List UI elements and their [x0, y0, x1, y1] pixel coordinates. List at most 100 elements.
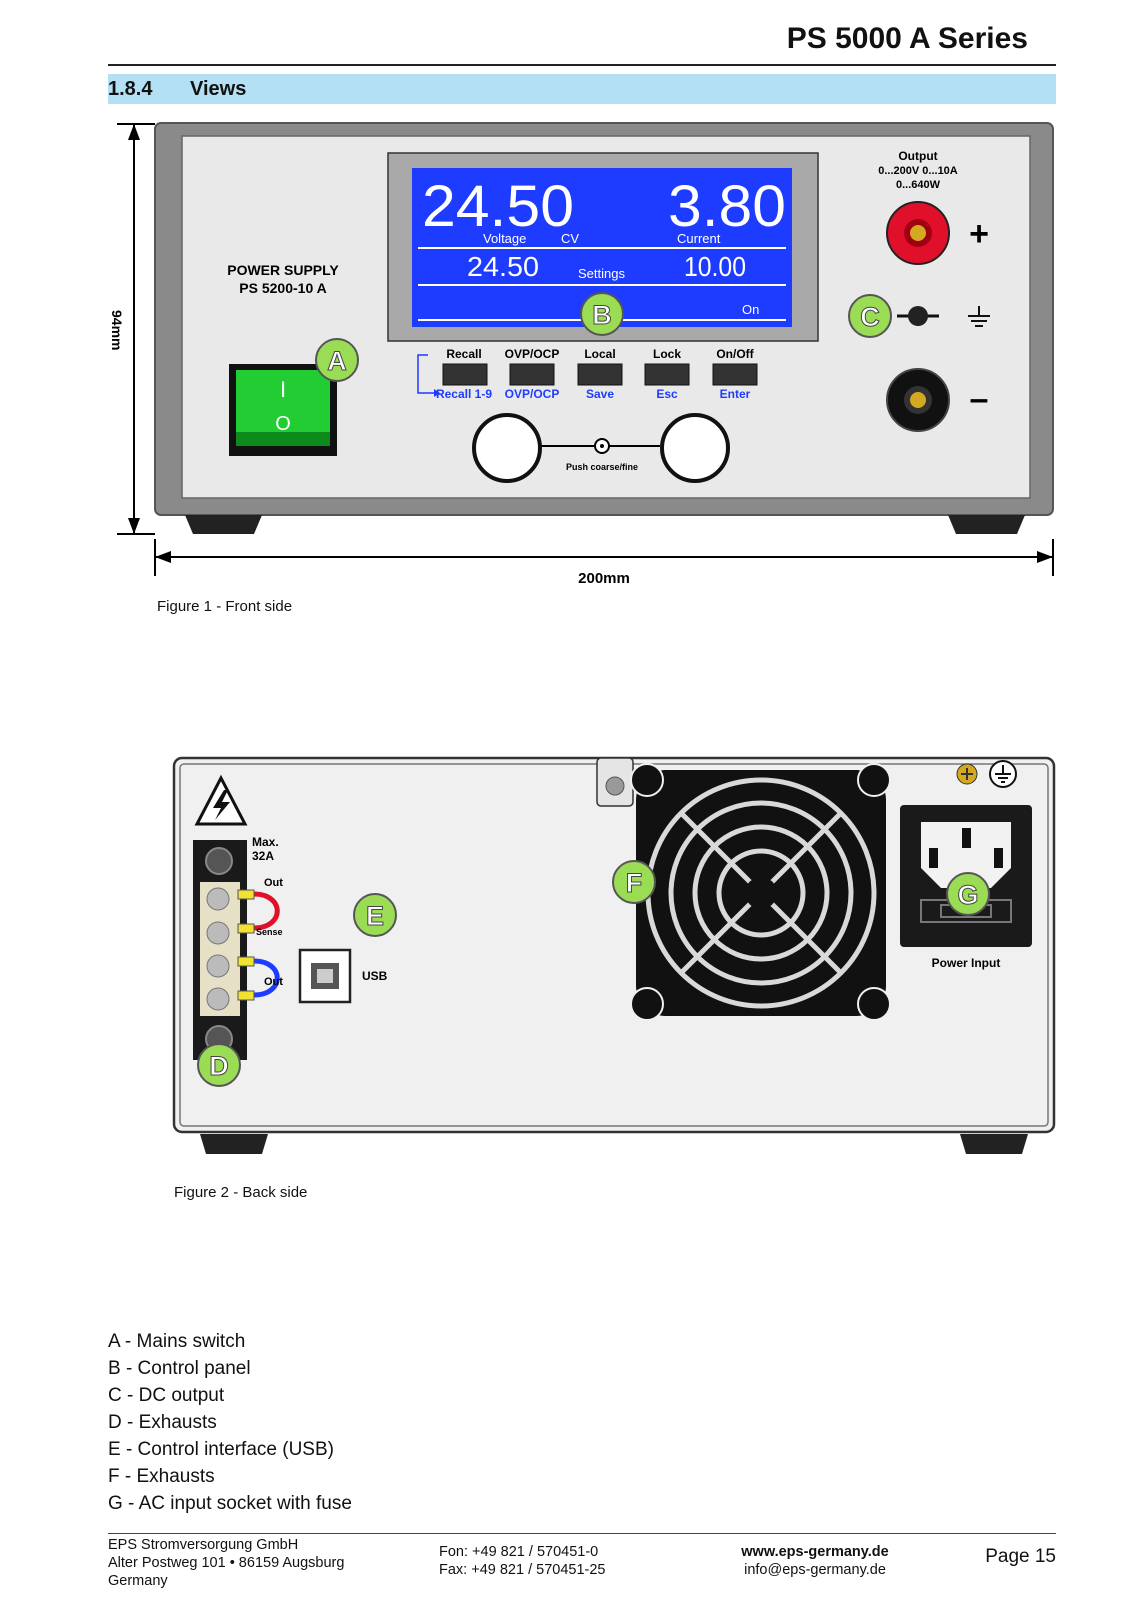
usb-port[interactable]	[298, 948, 352, 1004]
dc-terminal-block[interactable]	[193, 840, 280, 1060]
actual-current: 3.80	[668, 174, 786, 239]
ground-terminal[interactable]	[897, 306, 939, 326]
width-label: 200mm	[578, 570, 630, 587]
legend-item: G - AC input socket with fuse	[108, 1493, 352, 1514]
legend-item: B - Control panel	[108, 1358, 251, 1379]
back-right-foot	[960, 1134, 1028, 1154]
voltage-label: Voltage	[483, 231, 526, 246]
lock-esc-button[interactable]: Lock Esc	[644, 347, 690, 401]
power-input-label: Power Input	[932, 956, 1001, 970]
legend-item: E - Control interface (USB)	[108, 1439, 334, 1460]
fan-grille	[630, 763, 891, 1021]
footer-email-link[interactable]: info@eps-germany.de	[744, 1562, 886, 1578]
footer-company: EPS Stromversorgung GmbH	[108, 1537, 299, 1553]
plus-sign: +	[969, 215, 989, 253]
sense-label: Sense	[256, 927, 283, 937]
max-current-line2: 32A	[252, 849, 274, 863]
svg-text:D: D	[209, 1051, 229, 1081]
current-knob[interactable]	[660, 413, 730, 483]
marker-a: A	[315, 338, 359, 382]
recall-button[interactable]: Recall Recall 1-9	[436, 347, 492, 401]
output-spec-line2: 0...200V 0...10A	[878, 165, 958, 177]
svg-text:Recall: Recall	[446, 347, 481, 361]
out-top-label: Out	[264, 877, 283, 889]
height-label: 94mm	[109, 310, 125, 350]
svg-text:Recall 1-9: Recall 1-9	[436, 387, 492, 401]
minus-sign: –	[970, 380, 989, 418]
marker-b: B	[580, 292, 624, 336]
marker-g: G	[946, 872, 990, 916]
footer-address: Alter Postweg 101 • 86159 Augsburg	[108, 1555, 345, 1571]
width-dimension: 200mm	[154, 539, 1054, 587]
svg-text:Enter: Enter	[720, 387, 751, 401]
mains-switch[interactable]: I O	[229, 364, 337, 456]
svg-text:OVP/OCP: OVP/OCP	[505, 347, 560, 361]
marker-f: F	[612, 860, 656, 904]
footer-contact-block: Fon: +49 821 / 570451-0 Fax: +49 821 / 5…	[439, 1543, 605, 1579]
max-current-line1: Max.	[252, 835, 279, 849]
negative-output-terminal[interactable]	[886, 368, 950, 432]
svg-text:G: G	[957, 880, 978, 910]
switch-on-label: I	[280, 377, 286, 402]
svg-text:B: B	[592, 300, 612, 330]
positive-output-terminal[interactable]	[886, 201, 950, 265]
voltage-knob[interactable]	[472, 413, 542, 483]
svg-text:C: C	[860, 302, 880, 332]
front-left-foot	[185, 515, 262, 534]
onoff-enter-button[interactable]: On/Off Enter	[712, 347, 758, 401]
footer-fax: Fax: +49 821 / 570451-25	[439, 1562, 606, 1578]
header-rule	[108, 64, 1056, 66]
page-number: Page 15	[985, 1546, 1056, 1567]
marker-d: D	[197, 1043, 241, 1087]
legend-item: D - Exhausts	[108, 1412, 217, 1433]
section-number: 1.8.4	[108, 78, 153, 100]
output-spec-line3: 0...640W	[896, 179, 941, 191]
local-save-button[interactable]: Local Save	[577, 347, 623, 401]
legend-item: F - Exhausts	[108, 1466, 215, 1487]
mode-label: CV	[561, 231, 579, 246]
high-voltage-warning-icon	[194, 774, 248, 826]
footer-phone: Fon: +49 821 / 570451-0	[439, 1544, 599, 1560]
svg-text:Save: Save	[586, 387, 614, 401]
legend-item: C - DC output	[108, 1385, 225, 1406]
output-status: On	[742, 302, 759, 317]
figure2-caption: Figure 2 - Back side	[174, 1184, 308, 1201]
height-dimension: 94mm	[109, 123, 155, 535]
document-series-title: PS 5000 A Series	[786, 22, 1028, 55]
svg-text:Local: Local	[584, 347, 615, 361]
device-label-line2: PS 5200-10 A	[239, 280, 326, 296]
device-label-line1: POWER SUPPLY	[227, 262, 339, 278]
set-voltage: 24.50	[467, 251, 539, 282]
svg-text:Lock: Lock	[653, 347, 681, 361]
ground-symbol-icon	[968, 306, 990, 327]
legend-item: A - Mains switch	[108, 1331, 246, 1352]
current-label: Current	[677, 231, 721, 246]
svg-text:A: A	[327, 346, 347, 376]
footer-country: Germany	[108, 1573, 168, 1589]
back-left-foot	[200, 1134, 268, 1154]
actual-voltage: 24.50	[422, 174, 574, 239]
footer-company-block: EPS Stromversorgung GmbH Alter Postweg 1…	[108, 1536, 344, 1590]
svg-text:On/Off: On/Off	[716, 347, 754, 361]
svg-text:E: E	[366, 901, 384, 931]
footer-website-link[interactable]: www.eps-germany.de	[741, 1544, 889, 1560]
svg-text:Esc: Esc	[656, 387, 678, 401]
ground-screw-icon	[956, 763, 978, 785]
figure1-caption: Figure 1 - Front side	[157, 598, 293, 615]
back-view-figure: Max. 32A Out Sense Out USB	[172, 756, 1056, 1154]
marker-c: C	[848, 294, 892, 338]
out-bottom-label: Out	[264, 976, 283, 988]
settings-label: Settings	[578, 266, 625, 281]
ovp-ocp-button[interactable]: OVP/OCP OVP/OCP	[505, 347, 560, 401]
switch-off-label: O	[275, 413, 291, 435]
footer-rule	[108, 1533, 1056, 1534]
knob-label: Push coarse/fine	[566, 462, 638, 472]
set-current: 10.00	[684, 251, 746, 282]
control-buttons: Recall Recall 1-9 OVP/OCP OVP/OCP Local …	[417, 347, 758, 401]
front-right-foot	[948, 515, 1025, 534]
section-title: Views	[190, 78, 247, 100]
marker-e: E	[353, 893, 397, 937]
svg-text:OVP/OCP: OVP/OCP	[505, 387, 560, 401]
output-spec-line1: Output	[898, 149, 937, 163]
svg-text:F: F	[626, 868, 643, 898]
